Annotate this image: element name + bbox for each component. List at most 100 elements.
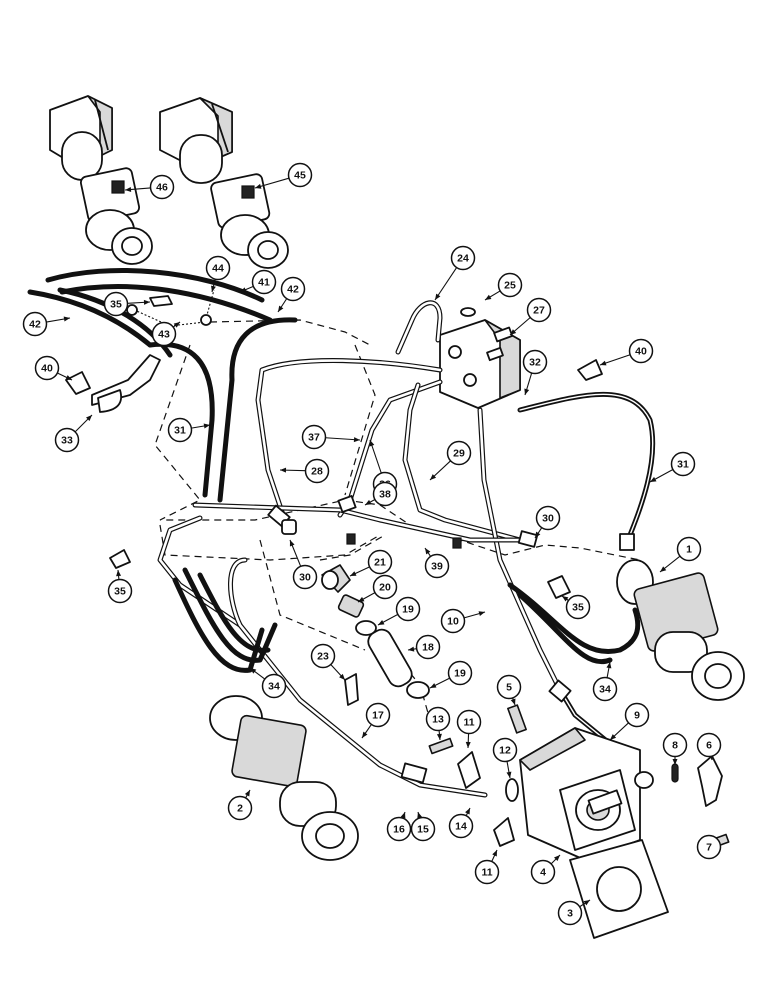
callout-number: 11 xyxy=(481,867,492,879)
callout-number: 3 xyxy=(567,908,573,920)
callout-35: 35 xyxy=(565,594,591,620)
callout-number: 18 xyxy=(422,642,434,654)
callout-arrowhead-34 xyxy=(606,662,612,669)
callout-circle xyxy=(205,255,231,281)
callout-35: 35 xyxy=(107,578,133,604)
callout-circle xyxy=(628,338,654,364)
callout-number: 28 xyxy=(311,466,323,478)
callout-arrowhead-12 xyxy=(506,771,512,778)
callout-arrowhead-14 xyxy=(465,808,470,815)
callout-number: 25 xyxy=(504,280,516,292)
callout-arrowhead-44 xyxy=(211,285,216,292)
callout-number: 44 xyxy=(212,263,224,275)
callout-24: 24 xyxy=(450,245,476,271)
callout-circle xyxy=(410,816,436,842)
callout-number: 20 xyxy=(379,582,391,594)
callout-arrowhead-4 xyxy=(553,855,560,862)
hose-41-upper xyxy=(27,268,273,348)
hose-34-left xyxy=(172,567,278,673)
callout-circle xyxy=(261,673,287,699)
callout-arrowhead-8 xyxy=(672,759,678,765)
callout-number: 9 xyxy=(634,710,640,722)
clamp-19a xyxy=(355,620,377,636)
callout-number: 40 xyxy=(41,363,53,375)
control-valve xyxy=(439,307,521,409)
callout-circle xyxy=(292,564,318,590)
callout-42: 42 xyxy=(280,276,306,302)
callout-16: 16 xyxy=(386,816,412,842)
callout-number: 5 xyxy=(506,682,512,694)
chain-43-44 xyxy=(126,289,215,327)
cylinder-46 xyxy=(49,95,153,265)
callout-arrowhead-32 xyxy=(524,388,530,395)
callout-number: 42 xyxy=(29,319,41,331)
callout-circle xyxy=(372,481,398,507)
callout-number: 6 xyxy=(706,740,712,752)
callout-15: 15 xyxy=(410,816,436,842)
adapter-20 xyxy=(337,594,365,618)
callout-arrowhead-24 xyxy=(435,293,441,300)
callout-30: 30 xyxy=(292,564,318,590)
callout-8: 8 xyxy=(662,732,688,758)
callout-arrowhead-43 xyxy=(173,322,180,328)
callout-circle xyxy=(557,900,583,926)
callout-arrowhead-33 xyxy=(85,415,92,422)
callout-28: 28 xyxy=(304,458,330,484)
callout-21: 21 xyxy=(367,549,393,575)
callout-46: 46 xyxy=(149,174,175,200)
callout-arrowhead-27 xyxy=(510,329,517,335)
callout-circle xyxy=(448,813,474,839)
callout-circle xyxy=(167,417,193,443)
callout-30: 30 xyxy=(535,505,561,531)
callout-arrowhead-35 xyxy=(116,570,122,577)
callout-circle xyxy=(310,643,336,669)
cylinder-45 xyxy=(159,97,289,269)
gasket-3 xyxy=(569,839,669,939)
callout-arrowhead-19 xyxy=(378,619,385,625)
callout-arrowhead-13 xyxy=(436,733,442,740)
callout-circle xyxy=(696,834,722,860)
callout-arrowhead-21 xyxy=(350,571,357,576)
callout-circle xyxy=(386,816,412,842)
callout-number: 38 xyxy=(379,489,391,501)
callout-35: 35 xyxy=(103,291,129,317)
callout-circle xyxy=(535,505,561,531)
callout-19: 19 xyxy=(395,596,421,622)
callout-circle xyxy=(456,709,482,735)
callout-arrowhead-5 xyxy=(510,698,516,705)
callout-arrowhead-40 xyxy=(65,375,72,380)
callout-32: 32 xyxy=(522,349,548,375)
callout-number: 19 xyxy=(454,668,466,680)
callout-arrowhead-40 xyxy=(600,360,607,366)
callout-number: 17 xyxy=(372,710,384,722)
callout-number: 46 xyxy=(156,182,168,194)
callout-circle xyxy=(592,676,618,702)
callout-circle xyxy=(367,549,393,575)
callout-labels: 1234567891011111213141516171819192021232… xyxy=(22,162,722,926)
callout-circle xyxy=(22,311,48,337)
callout-number: 35 xyxy=(572,602,584,614)
callout-5: 5 xyxy=(496,674,522,700)
callout-37: 37 xyxy=(301,424,327,450)
callout-number: 34 xyxy=(268,681,280,693)
callout-number: 21 xyxy=(374,557,386,569)
callout-23: 23 xyxy=(310,643,336,669)
callout-circle xyxy=(301,424,327,450)
callout-circle xyxy=(496,674,522,700)
callout-9: 9 xyxy=(624,702,650,728)
callout-circle xyxy=(497,272,523,298)
callout-circle xyxy=(530,859,556,885)
callout-arrowhead-11 xyxy=(492,850,497,857)
callout-arrowhead-35 xyxy=(562,596,569,602)
callout-11: 11 xyxy=(456,709,482,735)
callout-arrowhead-9 xyxy=(610,734,617,740)
hose-34-right xyxy=(507,582,641,665)
callout-number: 30 xyxy=(299,572,311,584)
callout-arrowhead-18 xyxy=(408,646,415,652)
callout-number: 1 xyxy=(686,544,692,556)
callout-arrowhead-34 xyxy=(250,668,257,674)
callout-circle xyxy=(372,574,398,600)
bracket-33 xyxy=(91,354,161,413)
callout-arrowhead-1 xyxy=(660,566,667,572)
